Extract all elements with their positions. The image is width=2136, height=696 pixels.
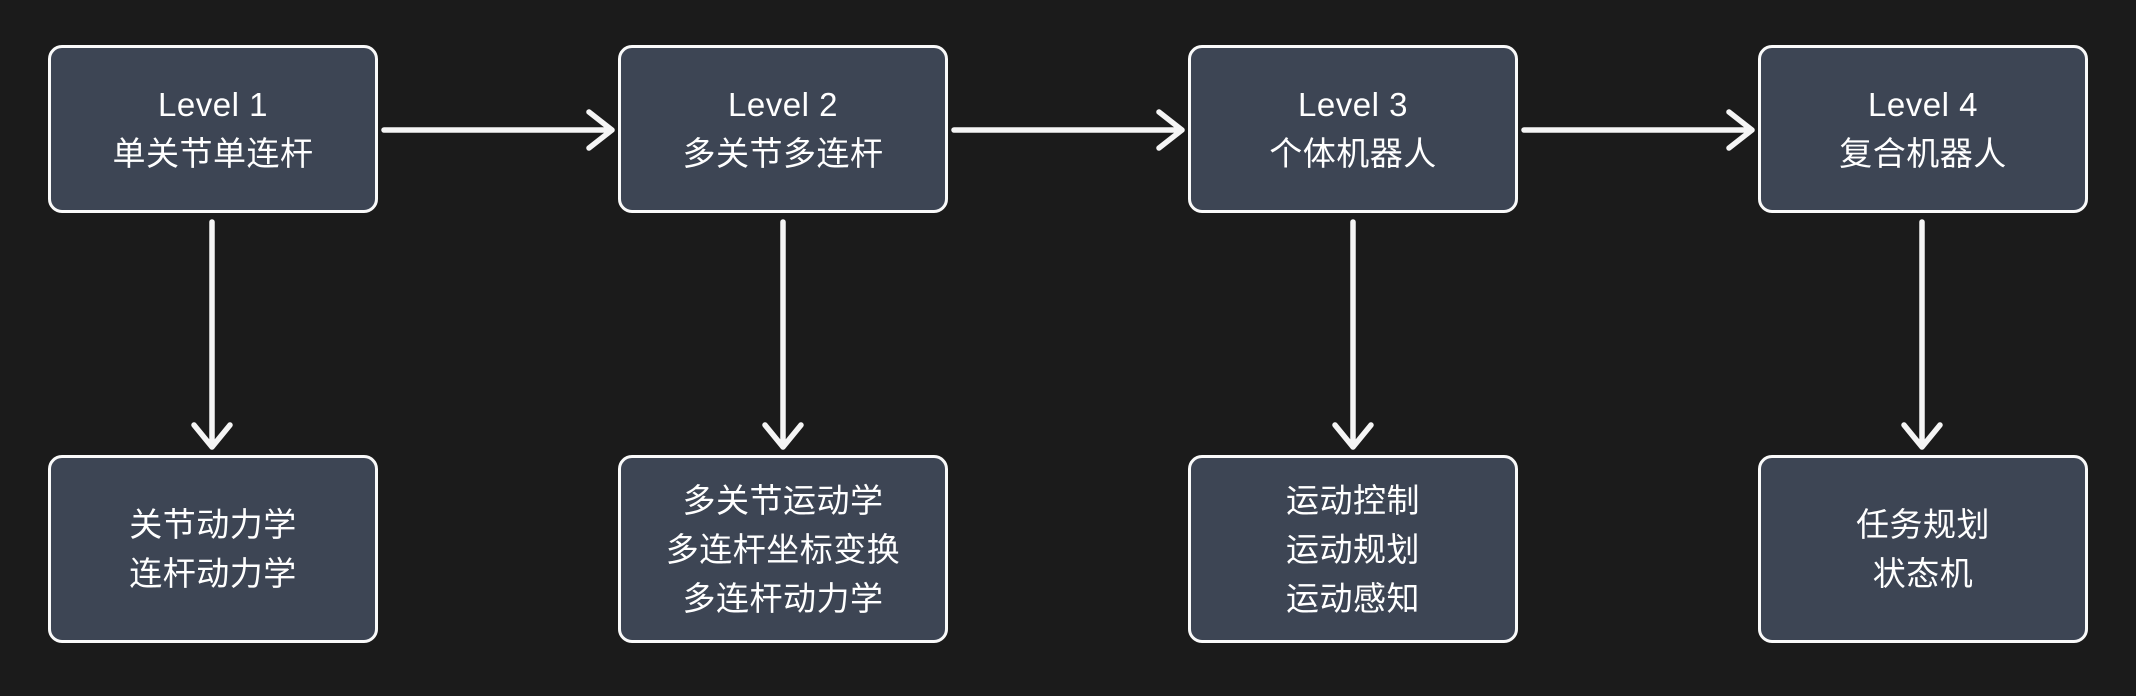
node-level-3: Level 3 个体机器人 bbox=[1188, 45, 1518, 213]
arrow-level1-to-level2-icon bbox=[381, 109, 615, 151]
node-level-2-title: Level 2 bbox=[728, 86, 838, 123]
arrow-level3-down-icon bbox=[1332, 219, 1374, 450]
topic-line: 连杆动力学 bbox=[129, 555, 297, 592]
arrow-level2-down-icon bbox=[762, 219, 804, 450]
node-level-4-subtitle: 复合机器人 bbox=[1839, 135, 2007, 172]
topic-line: 状态机 bbox=[1872, 555, 1974, 592]
arrow-level3-to-level4-icon bbox=[1521, 109, 1755, 151]
node-level-2-subtitle: 多关节多连杆 bbox=[682, 135, 884, 172]
node-level-2-topics: 多关节运动学 多连杆坐标变换 多连杆动力学 bbox=[618, 455, 948, 643]
node-level-1-subtitle: 单关节单连杆 bbox=[112, 135, 314, 172]
node-level-3-title: Level 3 bbox=[1298, 86, 1408, 123]
topic-line: 关节动力学 bbox=[129, 506, 297, 543]
arrow-level2-to-level3-icon bbox=[951, 109, 1185, 151]
node-level-4-topics: 任务规划 状态机 bbox=[1758, 455, 2088, 643]
arrow-level1-down-icon bbox=[191, 219, 233, 450]
topic-line: 运动规划 bbox=[1286, 530, 1420, 568]
topic-line: 任务规划 bbox=[1856, 506, 1990, 543]
arrow-level4-down-icon bbox=[1901, 219, 1943, 450]
node-level-2: Level 2 多关节多连杆 bbox=[618, 45, 948, 213]
node-level-1-topics: 关节动力学 连杆动力学 bbox=[48, 455, 378, 643]
topic-line: 多关节运动学 bbox=[682, 481, 884, 519]
node-level-1-title: Level 1 bbox=[158, 86, 268, 123]
node-level-3-subtitle: 个体机器人 bbox=[1269, 135, 1437, 172]
node-level-3-topics: 运动控制 运动规划 运动感知 bbox=[1188, 455, 1518, 643]
topic-line: 多连杆坐标变换 bbox=[665, 530, 901, 568]
node-level-1: Level 1 单关节单连杆 bbox=[48, 45, 378, 213]
node-level-4-title: Level 4 bbox=[1868, 86, 1978, 123]
topic-line: 多连杆动力学 bbox=[682, 579, 884, 617]
topic-line: 运动控制 bbox=[1286, 481, 1420, 519]
topic-line: 运动感知 bbox=[1286, 579, 1420, 617]
node-level-4: Level 4 复合机器人 bbox=[1758, 45, 2088, 213]
